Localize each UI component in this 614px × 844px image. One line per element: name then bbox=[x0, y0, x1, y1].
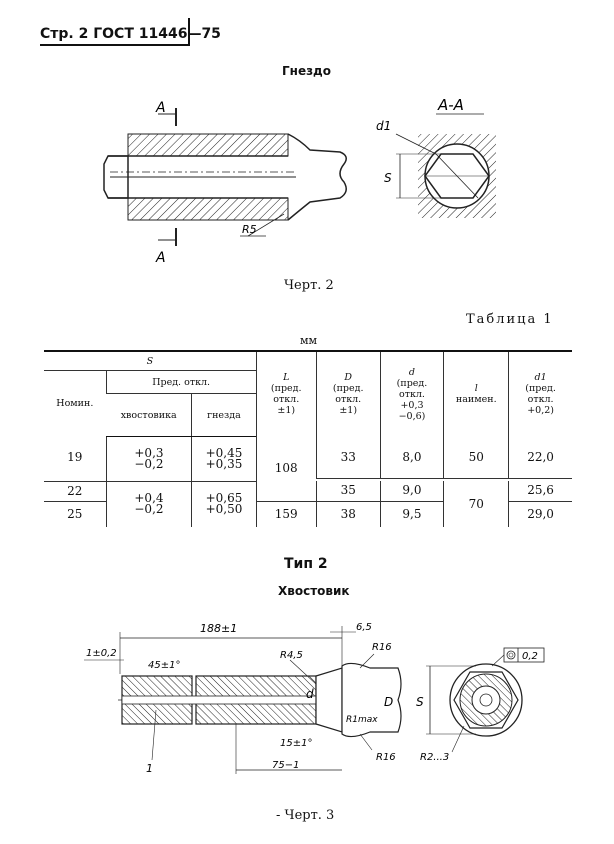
th-d: d (пред. откл. +0,3 −0,6) bbox=[379, 350, 444, 437]
dim-r1max: R1max bbox=[346, 715, 378, 725]
dim-r16a: R16 bbox=[372, 642, 392, 653]
dim-r5: R5 bbox=[242, 223, 257, 236]
th-pred-otkl: Пред. откл. bbox=[105, 370, 257, 394]
th-nomin: Номин. bbox=[56, 398, 94, 410]
cell-nom: 25 bbox=[67, 506, 83, 521]
cut-a-top: А bbox=[155, 100, 166, 116]
table-row: 25 159 38 9,5 29,0 bbox=[44, 501, 572, 527]
fig2-title: Гнездо bbox=[282, 64, 331, 78]
fig3-drawing: 188±1 6,5 1±0,2 45±1° R4,5 R16 d D R1max… bbox=[84, 622, 545, 775]
th-d1: d1 (пред. откл. +0,2) bbox=[508, 350, 572, 437]
dim-r45: R4,5 bbox=[280, 650, 303, 661]
cell-L-shared: 108 bbox=[255, 436, 317, 502]
cell-l-shared: 70 bbox=[443, 481, 509, 527]
header-vline bbox=[188, 18, 190, 46]
th-l: l наимен. bbox=[443, 350, 509, 437]
type2-subtitle: Хвостовик bbox=[278, 584, 350, 598]
leader-1: 1 bbox=[146, 762, 153, 775]
tolerance-value: 0,2 bbox=[522, 651, 538, 662]
table1-title: Таблица 1 bbox=[466, 312, 554, 327]
fig3-caption: - Черт. 3 bbox=[276, 808, 335, 823]
cell-L: 159 bbox=[255, 501, 317, 527]
table-row: 22 +0,4 −0,2 +0,65 +0,50 35 9,0 70 25,6 bbox=[44, 481, 572, 527]
table-row: 19 +0,3 −0,2 +0,45 +0,35 108 33 8,0 50 2… bbox=[44, 436, 572, 502]
socket-wall-top bbox=[127, 133, 289, 157]
cell-d1: 22,0 bbox=[508, 436, 572, 479]
section-label: А-А bbox=[437, 96, 464, 114]
cell-d: 9,0 bbox=[379, 481, 444, 502]
dim-188: 188±1 bbox=[200, 622, 237, 635]
cell-nom: 19 bbox=[67, 450, 83, 464]
dim-6-5: 6,5 bbox=[356, 622, 372, 633]
dim-75: 75−1 bbox=[272, 760, 299, 771]
dim-s-fig2: S bbox=[384, 171, 392, 185]
cell-d1: 25,6 bbox=[508, 481, 572, 502]
dim-15: 15±1° bbox=[280, 738, 312, 749]
cell-D: 33 bbox=[315, 436, 381, 479]
cell-gn: +0,65 +0,50 bbox=[191, 481, 257, 527]
th-hvostovika: хвостовика bbox=[106, 393, 192, 437]
dim-d: d bbox=[306, 687, 314, 701]
cell-d1: 29,0 bbox=[508, 501, 572, 527]
fig2-drawing: А А R5 А-А S d1 bbox=[103, 96, 496, 266]
concentricity-icon bbox=[506, 650, 516, 660]
cell-l: 50 bbox=[443, 436, 509, 479]
table1: S L (пред. откл. ±1) D (пред. откл. ±1) … bbox=[44, 350, 572, 527]
cell-D: 38 bbox=[315, 501, 381, 527]
cell-hv: +0,3 −0,2 bbox=[105, 436, 192, 482]
cell-d: 8,0 bbox=[379, 436, 444, 479]
fig2-caption: Черт. 2 bbox=[284, 278, 334, 293]
cut-a-bottom: А bbox=[155, 250, 166, 266]
th-D: D (пред. откл. ±1) bbox=[315, 350, 381, 437]
cell-nom: 22 bbox=[44, 481, 107, 502]
type2-title: Тип 2 bbox=[284, 556, 328, 572]
cell-D: 35 bbox=[315, 481, 381, 502]
dim-D: D bbox=[384, 695, 393, 709]
th-L: L (пред. откл. ±1) bbox=[255, 350, 317, 437]
cell-d: 9,5 bbox=[379, 501, 444, 527]
cell-gn: +0,45 +0,35 bbox=[191, 436, 257, 482]
dim-r16b: R16 bbox=[376, 752, 396, 763]
dim-45: 45±1° bbox=[148, 660, 180, 671]
cell-hv: +0,4 −0,2 bbox=[105, 481, 192, 527]
th-s: S bbox=[44, 350, 257, 371]
table1-unit: мм bbox=[300, 334, 318, 347]
page-header: Стр. 2 ГОСТ 11446—75 bbox=[40, 26, 221, 42]
th-gnezda: гнезда bbox=[191, 393, 257, 437]
dim-s-fig3: S bbox=[416, 695, 424, 709]
dim-1-02: 1±0,2 bbox=[86, 648, 117, 659]
header-underline bbox=[40, 44, 188, 46]
dim-d1: d1 bbox=[376, 119, 391, 133]
dim-r23: R2...3 bbox=[420, 752, 449, 763]
socket-wall-bottom bbox=[127, 197, 289, 221]
